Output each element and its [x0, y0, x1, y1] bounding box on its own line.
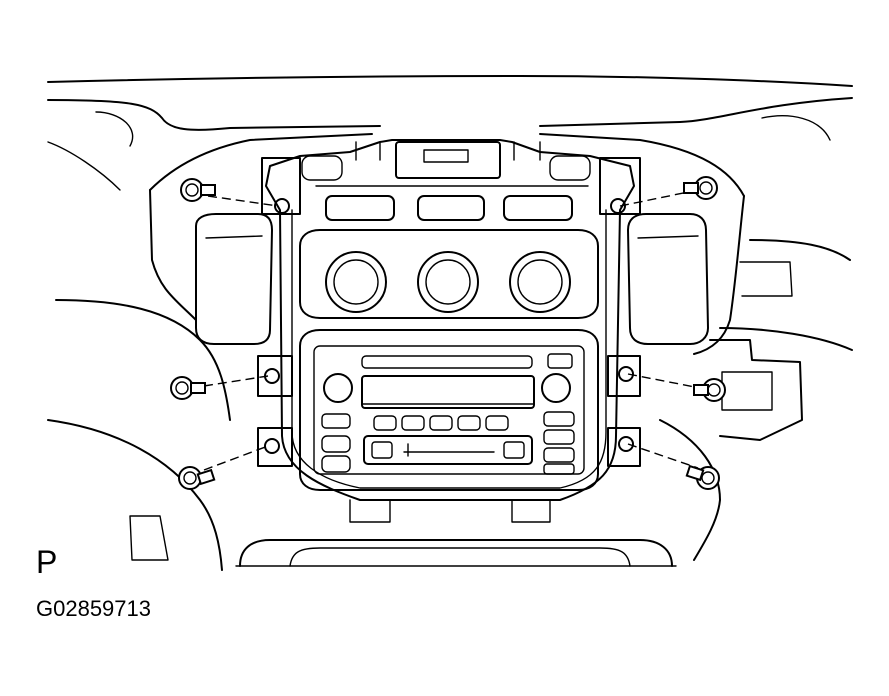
preset-buttons — [373, 415, 509, 431]
view-letter: P — [36, 544, 58, 580]
bolt-upper-right — [683, 176, 718, 200]
figure-code: G02859713 — [36, 596, 151, 621]
side-vents — [195, 213, 709, 345]
mounting-brackets — [257, 157, 641, 467]
climate-knobs — [325, 251, 571, 313]
bolt-middle-right — [693, 378, 726, 402]
bolt-lower-right — [685, 464, 720, 490]
bolt-upper-left — [180, 178, 216, 202]
bolt-lower-left — [178, 466, 216, 490]
assembly-lines — [203, 189, 701, 471]
cluster-panel — [265, 139, 635, 523]
dashboard-outline — [47, 75, 853, 571]
bolt-middle-left — [170, 376, 206, 400]
radio-unit — [299, 329, 599, 491]
